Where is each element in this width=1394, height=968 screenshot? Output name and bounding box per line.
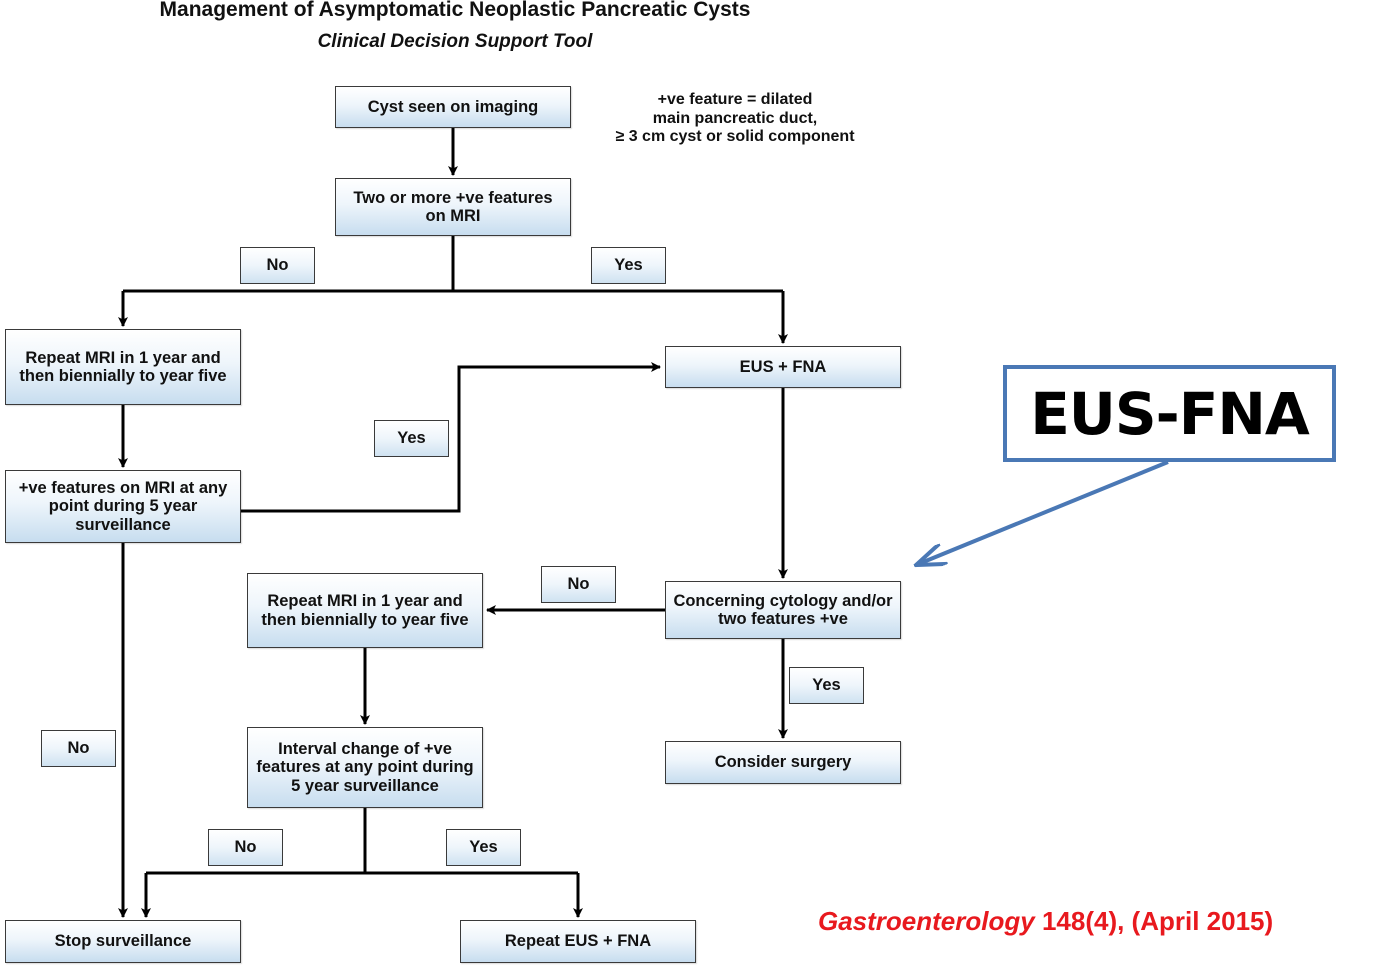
label-yes-top: Yes xyxy=(591,247,666,284)
node-consider-surgery: Consider surgery xyxy=(665,741,901,784)
note-line: ≥ 3 cm cyst or solid component xyxy=(615,128,855,145)
node-interval-change: Interval change of +ve features at any p… xyxy=(247,727,483,808)
node-two-or-more-features: Two or more +ve features on MRI xyxy=(335,178,571,236)
note-line: main pancreatic duct, xyxy=(652,109,818,127)
label-no-bottom: No xyxy=(208,829,283,866)
page-title: Management of Asymptomatic Neoplastic Pa… xyxy=(159,0,751,21)
eus-fna-callout: EUS-FNA xyxy=(1003,365,1336,462)
citation-journal: Gastroenterology xyxy=(818,906,1035,936)
node-repeat-mri-left: Repeat MRI in 1 year and then biennially… xyxy=(5,329,241,405)
node-eus-fna: EUS + FNA xyxy=(665,346,901,388)
label-yes-mid: Yes xyxy=(374,420,449,457)
label-no-top: No xyxy=(240,247,315,284)
label-no-left: No xyxy=(41,730,116,767)
page-subtitle: Clinical Decision Support Tool xyxy=(317,31,593,52)
node-concerning-cytology: Concerning cytology and/or two features … xyxy=(665,581,901,639)
citation-details: 148(4), (April 2015) xyxy=(1034,906,1274,936)
node-repeat-mri-center: Repeat MRI in 1 year and then biennially… xyxy=(247,573,483,648)
label-no-cytology: No xyxy=(541,566,616,603)
arrow-ve-yes-to-eus xyxy=(240,362,661,513)
note-line: +ve feature = dilated xyxy=(657,91,813,108)
label-yes-cytology: Yes xyxy=(789,667,864,704)
node-cyst-seen: Cyst seen on imaging xyxy=(335,86,571,128)
citation: Gastroenterology 148(4), (April 2015) xyxy=(818,906,1273,937)
node-ve-features-on-mri: +ve features on MRI at any point during … xyxy=(5,470,241,543)
node-stop-surveillance: Stop surveillance xyxy=(5,920,241,963)
label-yes-bottom: Yes xyxy=(446,829,521,866)
callout-pointer-arrow xyxy=(916,460,1169,565)
node-repeat-eus-fna: Repeat EUS + FNA xyxy=(460,920,696,963)
feature-definition-note: +ve feature = dilated main pancreatic du… xyxy=(580,91,890,147)
